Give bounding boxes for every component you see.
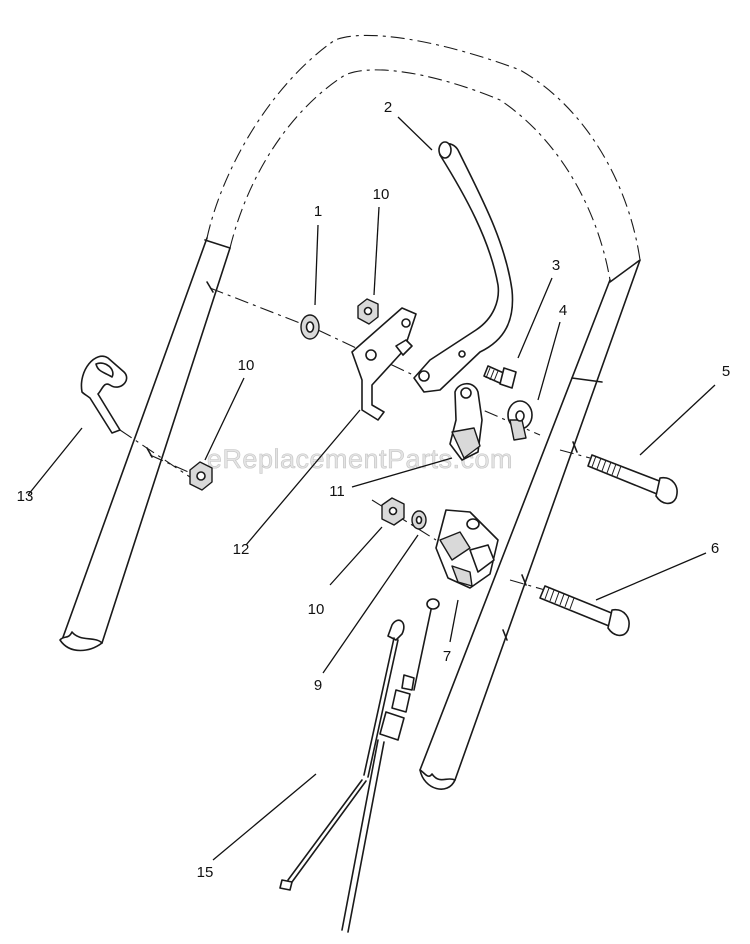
callout-leaders	[27, 116, 716, 861]
hook-part-13	[80, 355, 128, 434]
callout-2: 2	[384, 99, 392, 116]
link-part-11	[449, 382, 483, 461]
control-cable-part-15	[279, 598, 440, 933]
nut-part-10-bottom	[381, 497, 405, 526]
callout-5: 5	[722, 363, 730, 380]
handle-tube	[59, 34, 641, 790]
callout-10-top: 10	[373, 186, 390, 203]
bracket-part-12	[351, 307, 417, 421]
nut-part-10-top	[357, 298, 379, 325]
bolt-part-3	[483, 365, 517, 389]
washer-part-9	[411, 510, 427, 530]
cable-bracket-part-7	[435, 509, 499, 589]
bail-lever-part-2	[413, 141, 514, 393]
callout-6: 6	[711, 540, 719, 557]
nut-part-10-left	[189, 461, 213, 491]
callout-11: 11	[329, 483, 345, 500]
callout-15: 15	[197, 864, 214, 881]
carriage-bolt-part-6	[539, 585, 630, 637]
callout-4: 4	[559, 302, 567, 319]
callout-10-left: 10	[238, 357, 255, 374]
carriage-bolt-part-5	[587, 454, 678, 505]
callout-12: 12	[233, 541, 250, 558]
callout-10-bottom: 10	[308, 601, 325, 618]
washer-part-1	[300, 314, 320, 340]
callout-3: 3	[552, 257, 560, 274]
spacer-part-4	[507, 400, 533, 441]
callout-labels: 1 2 3 4 5 6 7 9 10 10 10 11 12 13 15	[17, 99, 731, 881]
callout-13: 13	[17, 488, 34, 505]
callout-9: 9	[314, 677, 322, 694]
callout-1: 1	[314, 203, 322, 220]
callout-7: 7	[443, 648, 451, 665]
